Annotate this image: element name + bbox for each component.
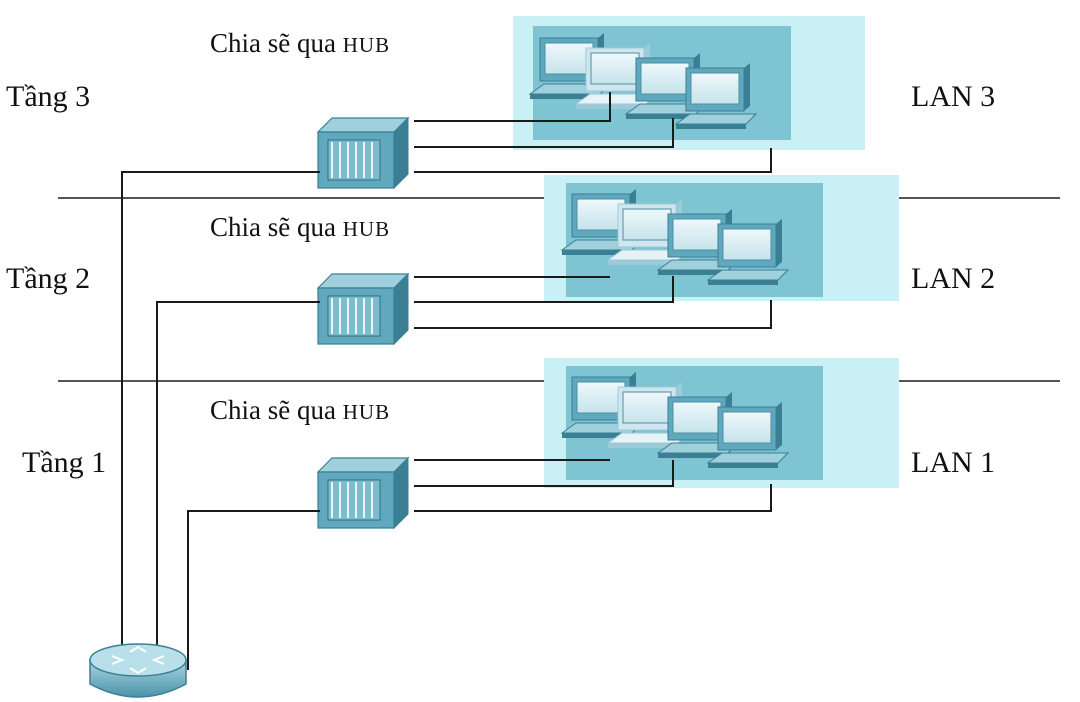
floor-group-floor-2: Chia sẽ qua HUB Tầng 2 LAN 2 <box>6 175 995 346</box>
lan-wire-3 <box>414 484 772 512</box>
floor-group-floor-1: Chia sẽ qua HUB Tầng 1 LAN 1 <box>22 358 995 530</box>
hub-icon <box>316 272 410 346</box>
hub-label: Chia sẽ qua HUB <box>210 28 390 58</box>
pc-icon <box>706 219 790 285</box>
hub-label-device: HUB <box>343 33 390 57</box>
pc-icon <box>606 382 690 448</box>
backbone-wire-floor-1 <box>187 510 320 670</box>
lan-wire-3 <box>414 300 772 329</box>
lan-wire-2 <box>414 460 674 487</box>
hub-label-device: HUB <box>343 217 390 241</box>
hub-label-prefix: Chia sẽ qua <box>210 28 343 58</box>
backbone-wire-floor-3 <box>121 171 320 670</box>
backbone-wire-floor-2 <box>156 301 320 670</box>
lan-wire-2 <box>414 118 674 148</box>
hub-label-prefix: Chia sẽ qua <box>210 212 343 242</box>
lan-wire-2 <box>414 276 674 303</box>
router-icon <box>89 643 187 698</box>
lan-label: LAN 3 <box>911 80 995 113</box>
pc-icon <box>674 63 758 129</box>
lan-wire-1 <box>414 92 611 122</box>
pc-icon <box>656 209 740 275</box>
hub-label-device: HUB <box>343 400 390 424</box>
hub-icon <box>316 456 410 530</box>
hub-label: Chia sẽ qua HUB <box>210 212 390 242</box>
floor-label: Tầng 2 <box>6 262 90 295</box>
hub-label-prefix: Chia sẽ qua <box>210 395 343 425</box>
lan-label: LAN 1 <box>911 446 995 479</box>
hub-label: Chia sẽ qua HUB <box>210 395 390 425</box>
floor-label: Tầng 1 <box>22 446 106 479</box>
floor-group-floor-3: Chia sẽ qua HUB Tầng 3 LAN 3 <box>6 16 995 190</box>
pc-icon <box>706 402 790 468</box>
hub-icon <box>316 116 410 190</box>
floor-label: Tầng 3 <box>6 80 90 113</box>
lan-wire-3 <box>414 148 772 173</box>
lan-label: LAN 2 <box>911 262 995 295</box>
backbone-wires <box>121 171 320 670</box>
